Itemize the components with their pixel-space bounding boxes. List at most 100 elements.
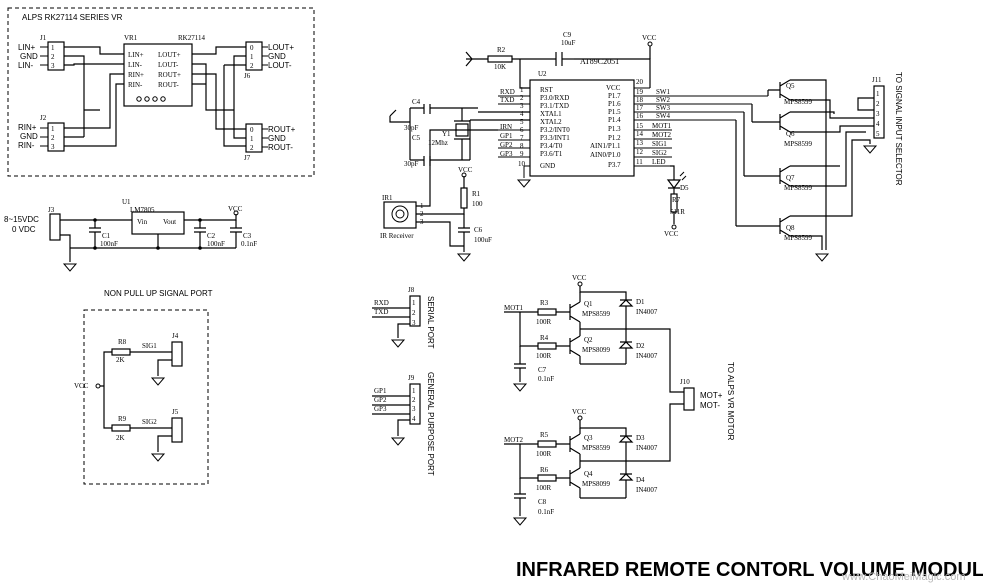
svg-text:C8: C8 [538, 498, 547, 506]
svg-text:P1.6: P1.6 [608, 100, 621, 108]
svg-text:J1: J1 [40, 34, 47, 42]
vr-section-border [7, 7, 315, 177]
j2-signal-rin-minus: RIN- [18, 141, 35, 150]
svg-text:R1: R1 [472, 190, 481, 198]
svg-text:GND: GND [268, 52, 286, 61]
svg-text:D5: D5 [680, 184, 689, 192]
svg-text:ROUT+: ROUT+ [158, 71, 181, 79]
svg-text:1: 1 [876, 90, 880, 98]
svg-text:Vout: Vout [163, 218, 176, 226]
ir-receiver-label: IR Receiver [380, 232, 414, 240]
svg-text:AIN1/P1.1: AIN1/P1.1 [590, 142, 621, 150]
j1-signal-lin-minus: LIN- [18, 61, 33, 70]
svg-text:11: 11 [636, 158, 643, 166]
svg-text:13: 13 [636, 139, 644, 147]
resistor-r5 [537, 440, 557, 448]
svg-text:J7: J7 [244, 154, 251, 162]
svg-text:Q7: Q7 [786, 174, 795, 182]
mot2-label: MOT2 [504, 436, 524, 444]
svg-text:J9: J9 [408, 374, 415, 382]
svg-text:RST: RST [540, 86, 554, 94]
svg-text:MPS8599: MPS8599 [784, 140, 813, 148]
svg-text:18: 18 [636, 96, 644, 104]
svg-text:P1.4: P1.4 [608, 116, 621, 124]
svg-text:RIN+: RIN+ [128, 71, 144, 79]
svg-text:IR1: IR1 [382, 194, 393, 202]
svg-text:D2: D2 [636, 342, 645, 350]
svg-text:VCC: VCC [458, 166, 473, 174]
svg-text:3: 3 [412, 319, 416, 327]
svg-text:VCC: VCC [572, 274, 587, 282]
power-supply: 8~15VDC 0 VDC J3 U1 LM7805 Vin Vout VCC … [4, 198, 257, 272]
selector-section: Q5 MPS8599 Q6 MPS8599 Q7 MPS8599 Q8 MPS8… [735, 72, 903, 262]
pullup-header: NON PULL UP SIGNAL PORT [104, 289, 213, 298]
svg-text:5: 5 [520, 118, 524, 126]
motor-label: TO ALPS VR MOTOR [726, 362, 735, 441]
svg-text:1: 1 [250, 53, 254, 61]
svg-text:LOUT-: LOUT- [268, 61, 292, 70]
svg-text:P1.7: P1.7 [608, 92, 621, 100]
power-vcc-label: VCC [228, 205, 243, 213]
svg-text:J11: J11 [872, 76, 882, 84]
svg-text:10: 10 [518, 160, 526, 168]
svg-text:2: 2 [412, 309, 416, 317]
svg-text:8: 8 [520, 142, 524, 150]
svg-text:Q5: Q5 [786, 82, 795, 90]
resistor-r2 [487, 55, 513, 63]
resistor-r4 [537, 342, 557, 350]
svg-text:R4: R4 [540, 334, 549, 342]
svg-text:MPS8099: MPS8099 [582, 346, 611, 354]
svg-text:GP1: GP1 [500, 132, 513, 140]
svg-text:C6: C6 [474, 226, 483, 234]
svg-text:0.1nF: 0.1nF [241, 240, 257, 248]
svg-text:100R: 100R [536, 450, 552, 458]
svg-text:D1: D1 [636, 298, 645, 306]
svg-text:MOT1: MOT1 [652, 122, 672, 130]
gpio-port: GP1 GP2 GP3 J9 1 2 3 4 GENERAL PURPOSE P… [372, 372, 435, 476]
svg-text:U2: U2 [538, 70, 547, 78]
svg-text:SIG1: SIG1 [652, 140, 667, 148]
svg-text:C9: C9 [563, 31, 572, 39]
svg-text:GP1: GP1 [374, 387, 387, 395]
mot1-label: MOT1 [504, 304, 524, 312]
svg-text:D3: D3 [636, 434, 645, 442]
svg-text:P3.6/T1: P3.6/T1 [540, 150, 563, 158]
motor-driver: VCC MOT1 R3 100R R4 100R Q1 MPS8599 Q2 M… [504, 274, 735, 526]
svg-text:4: 4 [412, 415, 416, 423]
svg-text:100nF: 100nF [100, 240, 118, 248]
svg-text:19: 19 [636, 88, 644, 96]
svg-text:100: 100 [472, 200, 483, 208]
svg-text:VCC: VCC [572, 408, 587, 416]
svg-text:GP2: GP2 [500, 141, 513, 149]
connector-j8 [409, 295, 421, 327]
svg-text:20: 20 [636, 78, 644, 86]
svg-text:SIG1: SIG1 [142, 342, 157, 350]
connector-j7: 0 1 2 J7 ROUT+ GND ROUT- [244, 123, 296, 162]
svg-text:J5: J5 [172, 408, 179, 416]
svg-text:LM7805: LM7805 [130, 206, 155, 214]
svg-text:MPS8599: MPS8599 [582, 310, 611, 318]
resistor-r1 [460, 187, 468, 209]
svg-text:AIN0/P1.0: AIN0/P1.0 [590, 151, 621, 159]
svg-text:GND: GND [268, 134, 286, 143]
svg-text:RK27114: RK27114 [178, 34, 205, 42]
svg-text:17: 17 [636, 104, 644, 112]
svg-text:R5: R5 [540, 431, 549, 439]
svg-text:ROUT-: ROUT- [158, 81, 179, 89]
resistor-r6 [537, 474, 557, 482]
svg-text:P3.1/TXD: P3.1/TXD [540, 102, 569, 110]
svg-text:SIG2: SIG2 [652, 149, 667, 157]
svg-text:XTAL2: XTAL2 [540, 118, 562, 126]
transistor-q7: Q7 MPS8599 [744, 165, 813, 192]
svg-text:C1: C1 [102, 232, 111, 240]
svg-text:J6: J6 [244, 72, 251, 80]
svg-text:P1.2: P1.2 [608, 134, 621, 142]
svg-text:VCC: VCC [664, 230, 679, 238]
j2-signal-rin-plus: RIN+ [18, 123, 37, 132]
svg-text:C3: C3 [243, 232, 252, 240]
svg-text:100uF: 100uF [474, 236, 492, 244]
svg-text:3: 3 [412, 405, 416, 413]
svg-text:MOT+: MOT+ [700, 391, 723, 400]
svg-text:VR1: VR1 [124, 34, 138, 42]
svg-text:P1.5: P1.5 [608, 108, 621, 116]
